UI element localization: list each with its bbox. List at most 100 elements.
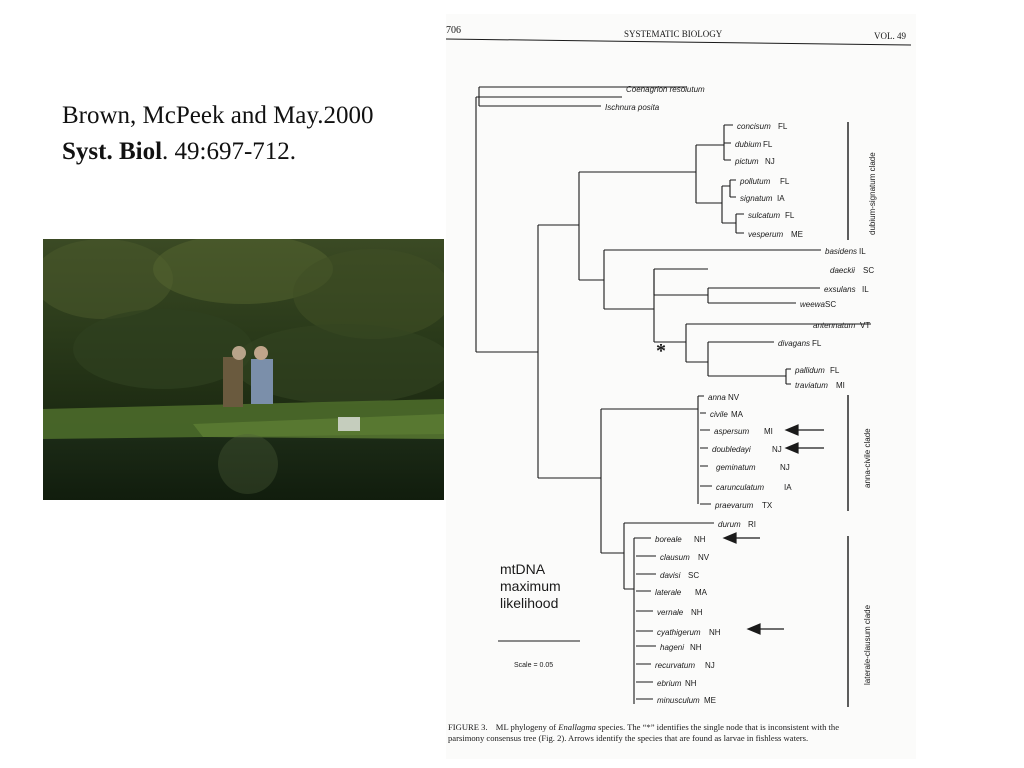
taxon-state: TX [762, 501, 773, 510]
arrow-icon [784, 442, 824, 454]
taxon-label: pollutum [739, 177, 771, 186]
fishless-arrows [722, 424, 824, 635]
taxon-state: SC [863, 266, 874, 275]
taxon-label: dubium [735, 140, 762, 149]
journal-running-head: SYSTEMATIC BIOLOGY [624, 29, 723, 39]
taxon-label: weewa [800, 300, 825, 309]
caption-genus: Enallagma [557, 722, 596, 732]
citation-journal: Syst. Biol [62, 138, 163, 165]
svg-text:FIGURE 3. ML phylogeny: FIGURE 3. ML phylogeny of Enallagma spec… [448, 722, 839, 732]
taxon-label: durum [718, 520, 741, 529]
taxon-state: FL [830, 366, 840, 375]
taxon-state: IL [862, 285, 869, 294]
taxon-label: vernale [657, 608, 684, 617]
taxon-label: clausum [660, 553, 690, 562]
taxon-label: basidens [825, 247, 857, 256]
clade-label-laterale-clausum: laterale-clausum clade [863, 604, 872, 685]
taxon-state: NH [685, 679, 697, 688]
taxon-label: divagans [778, 339, 810, 348]
taxon-label: doubledayi [712, 445, 751, 454]
taxon-label: geminatum [716, 463, 756, 472]
field-photo [33, 234, 453, 500]
taxon-label: sulcatum [748, 211, 780, 220]
taxon-state: MA [731, 410, 744, 419]
taxon-state: MA [695, 588, 708, 597]
arrow-icon [722, 532, 760, 544]
taxon-state: NV [728, 393, 740, 402]
taxon-label: pallidum [794, 366, 825, 375]
taxon-label: boreale [655, 535, 682, 544]
taxon-label: laterale [655, 588, 682, 597]
taxon-state: SC [825, 300, 836, 309]
taxon-state: VT [860, 321, 870, 330]
clade-label-dubium-signatum: dubium-signatum clade [868, 152, 877, 235]
taxon-state: ME [704, 696, 716, 705]
photo-person-left [223, 357, 243, 407]
taxon-label: Coenagrion resolutum [626, 85, 705, 94]
taxon-label: praevarum [714, 501, 754, 510]
taxon-state: FL [812, 339, 822, 348]
taxon-state: NJ [765, 157, 775, 166]
taxon-label: Ischnura posita [605, 103, 660, 112]
caption-label: FIGURE 3. [448, 722, 488, 732]
taxon-label: vesperum [748, 230, 783, 239]
phylogeny-figure: 706 SYSTEMATIC BIOLOGY VOL. 49 Coenagrio… [445, 25, 912, 743]
method-label-line: likelihood [500, 595, 558, 611]
taxon-label: davisi [660, 571, 681, 580]
taxon-state: FL [778, 122, 788, 131]
taxon-label: ebrium [657, 679, 682, 688]
taxon-states: FL FL NJ FL IA FL ME IL SC IL SC VT FL F… [685, 122, 874, 705]
taxon-label: recurvatum [655, 661, 695, 670]
taxon-label: carunculatum [716, 483, 764, 492]
taxon-label: antennatum [813, 321, 856, 330]
taxon-state: MI [836, 381, 845, 390]
taxon-state: FL [785, 211, 795, 220]
taxon-state: IA [784, 483, 792, 492]
figure-caption: FIGURE 3. ML phylogeny of Enallagma spec… [448, 722, 839, 743]
taxon-label: concisum [737, 122, 771, 131]
taxon-state: SC [688, 571, 699, 580]
method-label-line: maximum [500, 578, 561, 594]
method-label: mtDNA maximum likelihood [500, 561, 561, 611]
taxon-state: RI [748, 520, 756, 529]
method-label-line: mtDNA [500, 561, 546, 577]
taxon-state: FL [763, 140, 773, 149]
taxon-state: NH [690, 643, 702, 652]
caption-text-a: ML phylogeny of [496, 722, 558, 732]
taxon-label: minusculum [657, 696, 700, 705]
taxon-label: pictum [734, 157, 759, 166]
arrow-icon [784, 424, 824, 436]
taxon-state: NJ [705, 661, 715, 670]
inconsistent-node-marker: * [656, 340, 666, 362]
photo-person-right [251, 359, 273, 404]
citation-authors: Brown, McPeek and May.2000 [62, 102, 374, 129]
taxon-state: NJ [780, 463, 790, 472]
arrow-icon [746, 623, 784, 635]
taxon-label: daeckii [830, 266, 855, 275]
taxon-labels: Coenagrion resolutum Ischnura posita con… [605, 85, 857, 705]
journal-page-scan: 706 SYSTEMATIC BIOLOGY VOL. 49 Coenagrio… [445, 14, 916, 759]
caption-text-b: species. The “*” identifies the single n… [598, 722, 839, 732]
taxon-label: traviatum [795, 381, 828, 390]
taxon-state: MI [764, 427, 773, 436]
citation: Brown, McPeek and May.2000 Syst. Biol. 4… [62, 98, 374, 170]
page-number: 706 [446, 25, 461, 36]
scale-label: Scale = 0.05 [514, 662, 553, 669]
field-photo-drawing [33, 234, 453, 500]
taxon-state: FL [780, 177, 790, 186]
taxon-label: aspersum [714, 427, 749, 436]
tree-branches [475, 86, 871, 704]
taxon-state: IL [859, 247, 866, 256]
caption-line-2: parsimony consensus tree (Fig. 2). Arrow… [448, 733, 808, 743]
citation-details: . 49:697-712. [162, 138, 297, 165]
taxon-label: civile [710, 410, 728, 419]
taxon-state: IA [777, 194, 785, 203]
taxon-label: hageni [660, 643, 684, 652]
taxon-state: NH [691, 608, 703, 617]
taxon-state: NJ [772, 445, 782, 454]
taxon-label: anna [708, 393, 726, 402]
taxon-state: NH [709, 628, 721, 637]
taxon-label: signatum [740, 194, 773, 203]
taxon-label: exsulans [824, 285, 856, 294]
volume-label: VOL. 49 [874, 31, 906, 41]
